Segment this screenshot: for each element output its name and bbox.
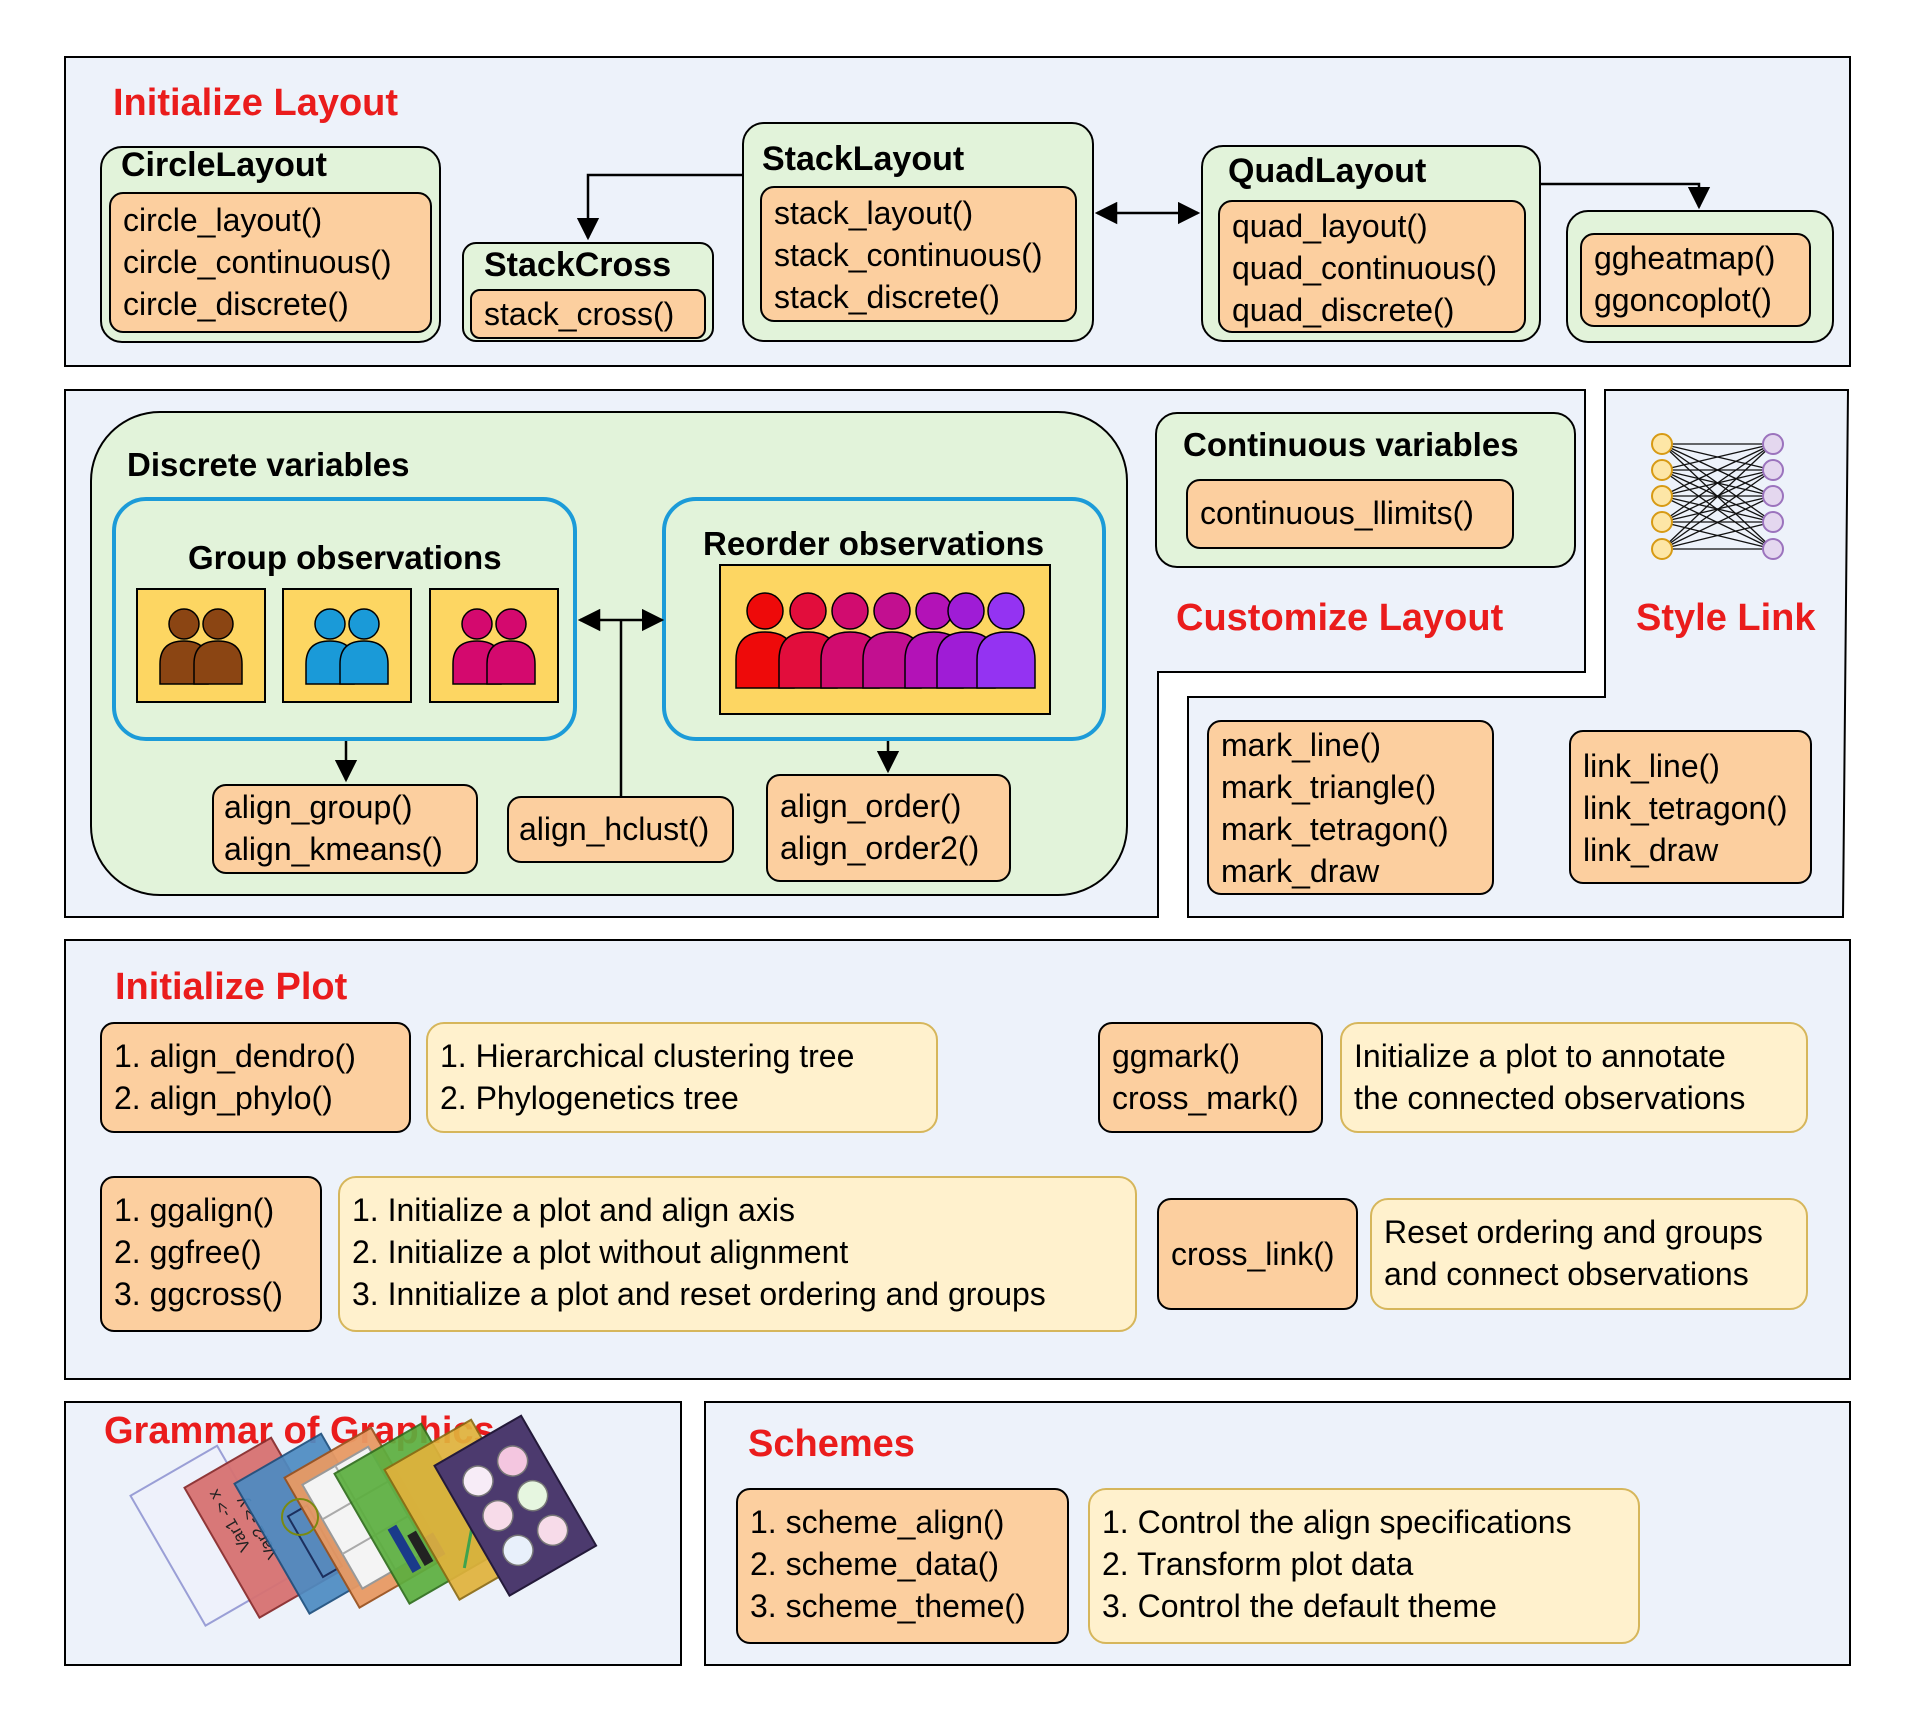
ggalign-desc-2: 2. Initialize a plot without alignment — [352, 1234, 849, 1270]
scheme-data-fn: 2. scheme_data() — [750, 1546, 1000, 1582]
circle-layout-fn: circle_layout() — [123, 202, 323, 238]
customize-layout-title: Customize Layout — [1176, 597, 1504, 639]
stack-discrete-fn: stack_discrete() — [774, 279, 1000, 315]
link-tetragon-fn: link_tetragon() — [1583, 790, 1788, 826]
group-observations-box — [112, 497, 577, 741]
ggmark-desc-1: Initialize a plot to annotate — [1354, 1038, 1726, 1074]
mark-draw-fn: mark_draw — [1221, 853, 1380, 889]
continuous-limits-fn: continuous_llimits() — [1200, 495, 1474, 531]
group-observations-title: Group observations — [188, 539, 502, 576]
schemes-title: Schemes — [748, 1423, 915, 1465]
continuous-variables-title: Continuous variables — [1183, 426, 1519, 463]
quad-layout-title: QuadLayout — [1228, 152, 1427, 190]
align-phylo-fn: 2. align_phylo() — [114, 1080, 333, 1116]
scheme-align-fn: 1. scheme_align() — [750, 1504, 1005, 1540]
circle-continuous-fn: circle_continuous() — [123, 244, 392, 280]
initialize-plot-title: Initialize Plot — [115, 966, 348, 1008]
gg-layout-functions: ggheatmap() ggoncoplot() — [1580, 233, 1811, 327]
group-people-tile-1 — [136, 588, 266, 703]
align-order-fn: align_order() — [780, 788, 962, 824]
continuous-limits-box: continuous_llimits() — [1186, 479, 1514, 549]
ggalign-description: 1. Initialize a plot and align axis 2. I… — [338, 1176, 1137, 1332]
ggmark-functions: ggmark() cross_mark() — [1098, 1022, 1323, 1133]
quad-layout-functions: quad_layout() quad_continuous() quad_dis… — [1218, 200, 1526, 333]
mark-triangle-fn: mark_triangle() — [1221, 769, 1437, 805]
ggoncoplot-fn: ggoncoplot() — [1594, 282, 1772, 318]
scheme-description: 1. Control the align specifications 2. T… — [1088, 1488, 1640, 1644]
scheme-desc-2: 2. Transform plot data — [1102, 1546, 1414, 1582]
reorder-observations-title: Reorder observations — [703, 525, 1045, 562]
stack-cross-fn: stack_cross() — [484, 296, 675, 332]
reorder-people-tile — [719, 564, 1051, 715]
scheme-functions: 1. scheme_align() 2. scheme_data() 3. sc… — [736, 1488, 1069, 1644]
cross-link-desc-1: Reset ordering and groups — [1384, 1214, 1763, 1250]
ggmark-fn: ggmark() — [1112, 1038, 1241, 1074]
align-hclust-box: align_hclust() — [507, 796, 734, 863]
initialize-layout-title: Initialize Layout — [113, 82, 399, 124]
mark-line-fn: mark_line() — [1221, 727, 1382, 763]
scheme-theme-fn: 3. scheme_theme() — [750, 1588, 1026, 1624]
ggmark-description: Initialize a plot to annotate the connec… — [1340, 1022, 1808, 1133]
align-order-functions: align_order() align_order2() — [766, 774, 1011, 882]
link-line-fn: link_line() — [1583, 748, 1720, 784]
group-people-tile-2 — [282, 588, 412, 703]
cross-link-fn: cross_link() — [1171, 1236, 1335, 1272]
ggheatmap-fn: ggheatmap() — [1594, 240, 1776, 276]
mark-tetragon-fn: mark_tetragon() — [1221, 811, 1449, 847]
ggmark-desc-2: the connected observations — [1354, 1080, 1746, 1116]
ggalign-desc-3: 3. Innitialize a plot and reset ordering… — [352, 1276, 1046, 1312]
link-draw-fn: link_draw — [1583, 832, 1719, 868]
align-order2-fn: align_order2() — [780, 830, 980, 866]
align-hclust-fn: align_hclust() — [519, 811, 710, 847]
cross-mark-fn: cross_mark() — [1112, 1080, 1299, 1116]
align-group-functions: align_group() align_kmeans() — [212, 784, 478, 874]
cross-link-desc-2: and connect observations — [1384, 1256, 1749, 1292]
circle-layout-functions: circle_layout() circle_continuous() circ… — [109, 192, 432, 333]
align-group-fn: align_group() — [224, 789, 413, 825]
align-dendro-fn: 1. align_dendro() — [114, 1038, 356, 1074]
stack-cross-title: StackCross — [484, 246, 672, 284]
ggfree-fn: 2. ggfree() — [114, 1234, 262, 1270]
scheme-desc-3: 3. Control the default theme — [1102, 1588, 1497, 1624]
stack-layout-functions: stack_layout() stack_continuous() stack_… — [760, 186, 1077, 322]
align-kmeans-fn: align_kmeans() — [224, 831, 443, 867]
cross-link-description: Reset ordering and groups and connect ob… — [1370, 1198, 1808, 1310]
dendro-desc-2: 2. Phylogenetics tree — [440, 1080, 739, 1116]
dendro-functions: 1. align_dendro() 2. align_phylo() — [100, 1022, 411, 1133]
discrete-variables-title: Discrete variables — [127, 446, 410, 483]
link-functions: link_line() link_tetragon() link_draw — [1569, 730, 1812, 884]
dendro-description: 1. Hierarchical clustering tree 2. Phylo… — [426, 1022, 938, 1133]
stack-layout-title: StackLayout — [762, 140, 965, 178]
ggalign-desc-1: 1. Initialize a plot and align axis — [352, 1192, 795, 1228]
scheme-desc-1: 1. Control the align specifications — [1102, 1504, 1572, 1540]
grammar-title: Grammar of Graphics — [104, 1410, 495, 1452]
ggalign-fn: 1. ggalign() — [114, 1192, 275, 1228]
stack-cross-functions: stack_cross() — [470, 289, 706, 339]
quad-discrete-fn: quad_discrete() — [1232, 292, 1455, 328]
style-link-title: Style Link — [1636, 597, 1816, 639]
ggalign-functions: 1. ggalign() 2. ggfree() 3. ggcross() — [100, 1176, 322, 1332]
circle-discrete-fn: circle_discrete() — [123, 286, 349, 322]
circle-layout-title: CircleLayout — [121, 146, 327, 184]
cross-link-box: cross_link() — [1157, 1198, 1358, 1310]
mark-functions: mark_line() mark_triangle() mark_tetrago… — [1207, 720, 1494, 895]
stack-continuous-fn: stack_continuous() — [774, 237, 1043, 273]
quad-layout-fn: quad_layout() — [1232, 208, 1428, 244]
dendro-desc-1: 1. Hierarchical clustering tree — [440, 1038, 855, 1074]
stack-layout-fn: stack_layout() — [774, 195, 974, 231]
group-people-tile-3 — [429, 588, 559, 703]
ggcross-fn: 3. ggcross() — [114, 1276, 283, 1312]
quad-continuous-fn: quad_continuous() — [1232, 250, 1498, 286]
